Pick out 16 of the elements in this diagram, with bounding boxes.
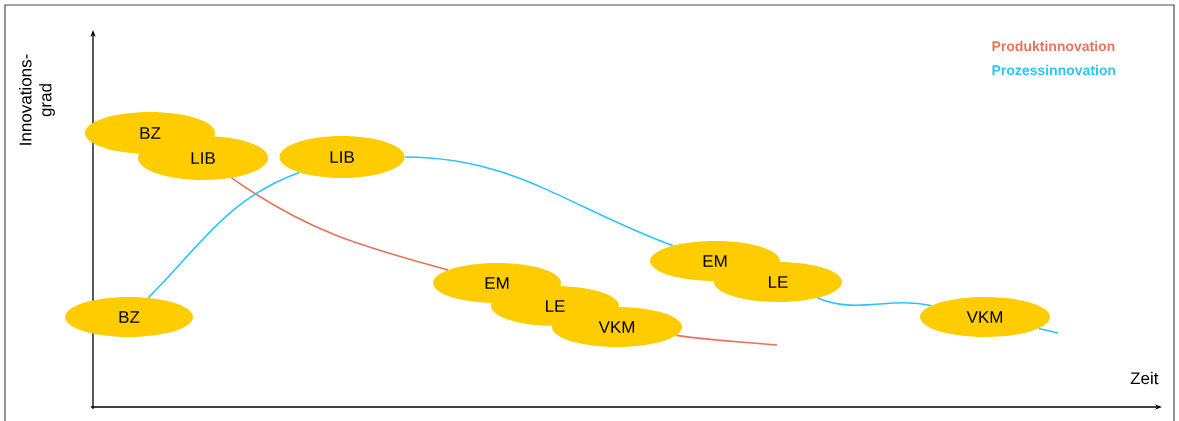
curve-line <box>230 177 449 271</box>
curve-line <box>403 156 674 247</box>
node-label: LIB <box>191 152 215 164</box>
axis-label: Zeit <box>1130 371 1159 385</box>
curve-line <box>1037 327 1059 334</box>
legend-entry: Prozessinnovation <box>992 64 1116 76</box>
legend-entry: Produktinnovation <box>992 40 1115 52</box>
ellipse-node: BZ <box>65 297 193 337</box>
curve-line <box>816 297 933 307</box>
ellipse-node: VKM <box>920 297 1050 337</box>
node-label: EM <box>485 277 509 289</box>
node-label: BZ <box>140 127 161 139</box>
curve-line <box>675 334 778 346</box>
ellipse-node: LIB <box>279 136 405 178</box>
curve-line <box>147 171 301 299</box>
axis-label: Innovations- grad <box>19 54 55 145</box>
